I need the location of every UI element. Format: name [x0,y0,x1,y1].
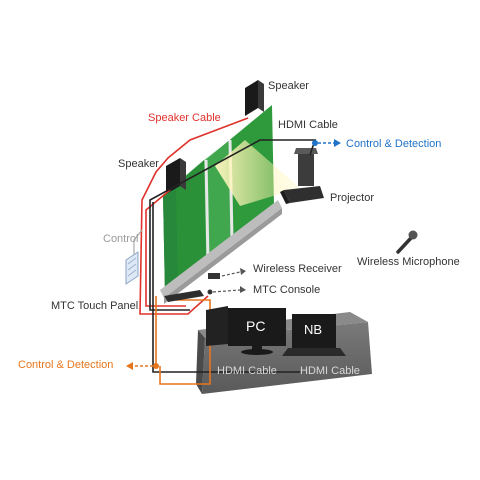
receiver-icon [208,268,246,279]
touch-panel-icon [125,251,139,285]
control-label: Control [103,233,139,245]
wireless-microphone-label: Wireless Microphone [357,256,460,268]
wireless-receiver-label: Wireless Receiver [253,263,342,275]
control-detection-right-arrow [312,139,341,147]
control-detection-left-arrow [126,362,159,370]
speaker-cable-line [139,117,249,315]
nb-label: NB [304,322,323,337]
projection-screen [160,105,282,304]
mtc-console-label: MTC Console [253,284,321,296]
notebook-icon [282,314,346,356]
mtc-touch-panel-label: MTC Touch Panel [51,300,139,312]
console-icon [164,286,246,302]
speaker-left-label: Speaker [118,158,159,170]
speaker-top-label: Speaker [268,80,309,92]
projector-label: Projector [330,192,375,204]
control-detection-right-label: Control & Detection [346,138,442,150]
microphone-icon [396,230,418,254]
pc-monitor-icon [206,306,286,355]
hdmi-cable-top-label: HDMI Cable [278,119,338,131]
hdmi-cable-pc-label: HDMI Cable [217,365,277,377]
speaker-icon [245,80,264,116]
control-detection-left-label: Control & Detection [18,359,114,371]
pc-label: PC [246,318,266,334]
projector-icon [280,148,324,204]
speaker-cable-label: Speaker Cable [148,112,221,124]
hdmi-cable-nb-label: HDMI Cable [300,365,360,377]
projector-beam [215,140,300,206]
